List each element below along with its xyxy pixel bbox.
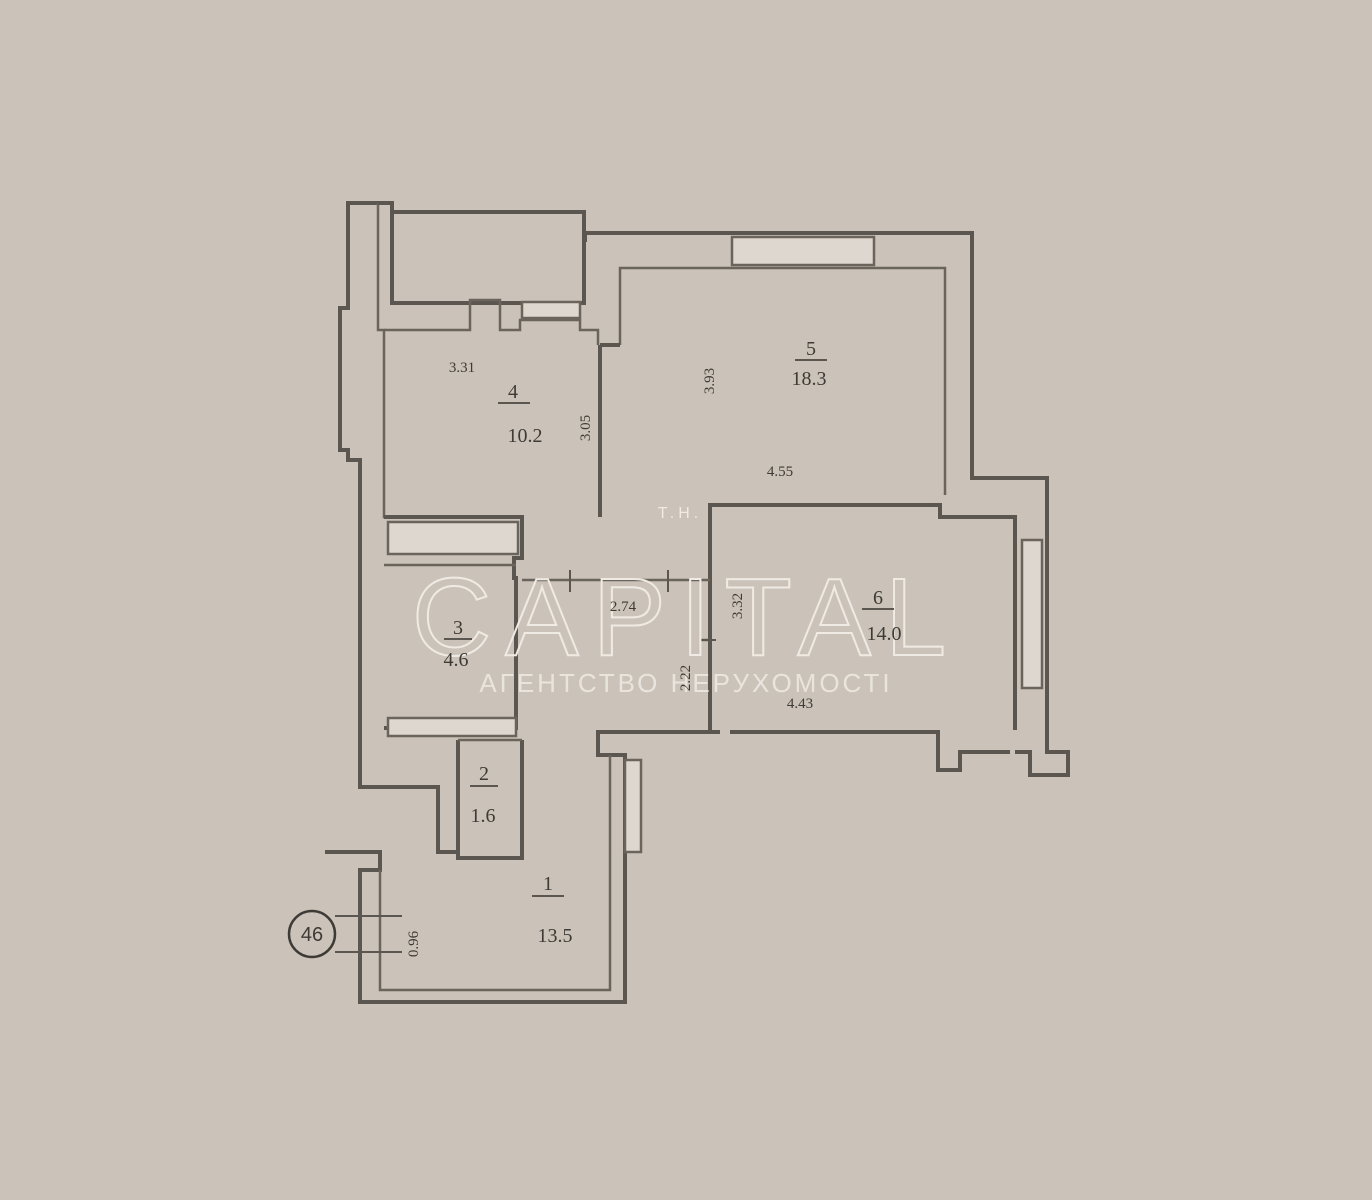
- room-4-area: 10.2: [508, 425, 543, 447]
- room-6-number: 6: [873, 587, 883, 609]
- dimension-labels: 3.31 3.05 3.93 4.55 2.74 3.32 2.22 4.43 …: [406, 360, 813, 957]
- room-4-number: 4: [508, 381, 518, 403]
- interior-walls: [384, 298, 1017, 860]
- room-labels: 4 10.2 5 18.3 6 14.0 3 4.6 2 1.6 1 13.5: [444, 338, 902, 947]
- room-5-area: 18.3: [792, 368, 827, 390]
- dim-corridor-height: 2.22: [678, 665, 694, 691]
- room-1-number: 1: [543, 873, 553, 895]
- dim-room4-width: 3.31: [449, 360, 475, 376]
- room-2-number: 2: [479, 763, 489, 785]
- window-room-6: [1020, 538, 1044, 690]
- apartment-number: 46: [301, 924, 323, 946]
- room-6-area: 14.0: [867, 623, 902, 645]
- watermark: T.H. CAPITAL АГЕНТСТВО НЕРУХОМОСТІ: [411, 505, 960, 698]
- apartment-marker: 46: [287, 909, 402, 959]
- outer-walls: [325, 201, 1070, 1004]
- watermark-brand: CAPITAL: [412, 556, 960, 679]
- room-3-area: 4.6: [444, 649, 469, 671]
- dim-room1-width: 0.96: [406, 930, 422, 957]
- dim-room5-width: 4.55: [767, 464, 793, 480]
- dim-room4-height: 3.05: [578, 415, 594, 441]
- watermark-tagline: АГЕНТСТВО НЕРУХОМОСТІ: [479, 668, 892, 698]
- dim-room6-height: 3.32: [730, 593, 746, 619]
- room-3-number: 3: [453, 617, 463, 639]
- dimension-marks: [569, 570, 716, 641]
- dim-room5-height: 3.93: [702, 368, 718, 394]
- dim-room6-width: 4.43: [787, 696, 813, 712]
- room-5-number: 5: [806, 338, 816, 360]
- apartment-number-circle: [287, 909, 337, 959]
- window-room-4: [520, 300, 582, 320]
- windows: [520, 235, 1044, 854]
- window-room-5: [730, 235, 876, 267]
- dim-corridor-width: 2.74: [610, 599, 637, 615]
- room-2-area: 1.6: [471, 805, 496, 827]
- watermark-prefix: T.H.: [658, 505, 702, 522]
- room-1-area: 13.5: [538, 925, 573, 947]
- window-entrance: [623, 758, 643, 854]
